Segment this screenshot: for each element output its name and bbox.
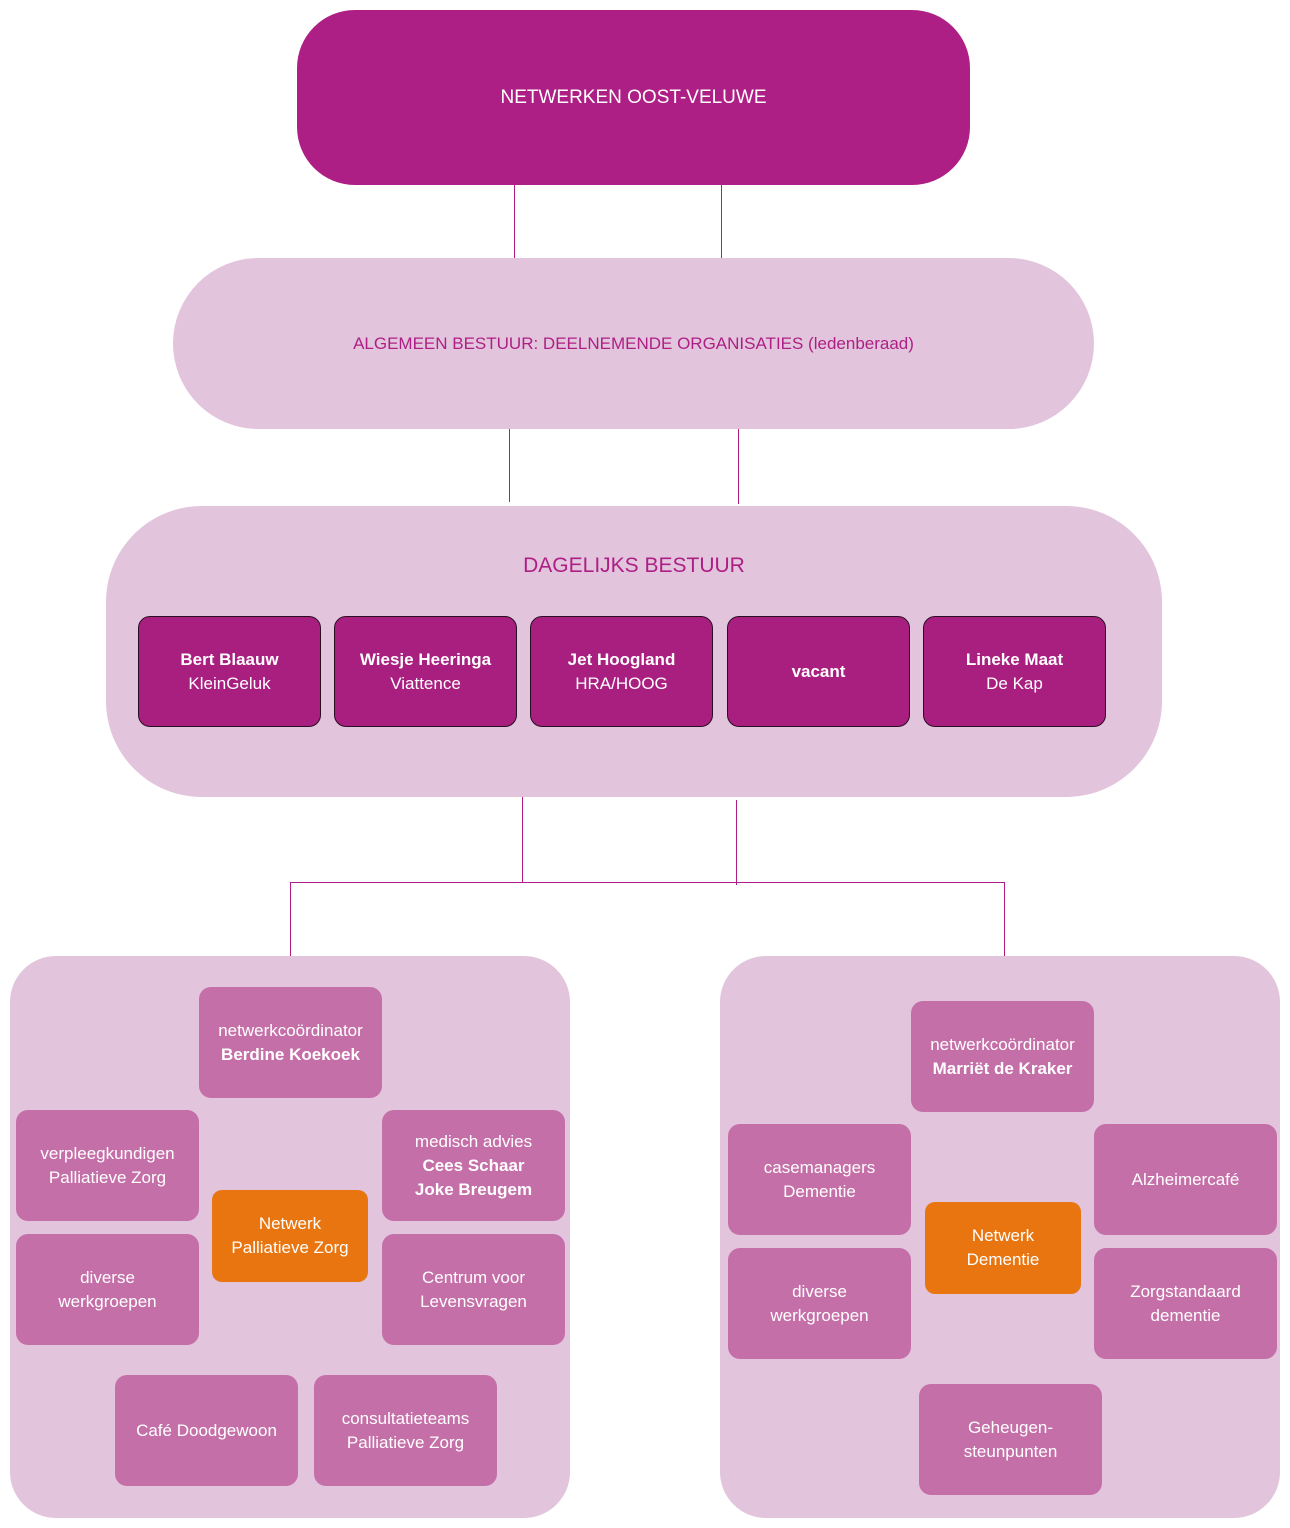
tile-text: werkgroepen [58, 1291, 157, 1311]
netwerken-title: NETWERKEN OOST-VELUWE [500, 86, 767, 108]
board-member-card: vacant [727, 616, 910, 727]
algemeen-bestuur-title: ALGEMEEN BESTUUR: DEELNEMENDE ORGANISATI… [353, 333, 914, 353]
consultatieteams-tile: consultatieteams Palliatieve Zorg [314, 1375, 497, 1486]
tile-text: diverse [792, 1281, 847, 1301]
coordinator-label: netwerkcoördinator [930, 1034, 1075, 1054]
member-organisation: KleinGeluk [188, 673, 271, 693]
connector-line [290, 882, 1005, 883]
board-member-card: Wiesje Heeringa Viattence [334, 616, 517, 727]
tile-text: consultatieteams [341, 1408, 470, 1428]
advisor-name: Cees Schaar [422, 1155, 525, 1175]
medisch-advies-label: medisch advies [414, 1131, 533, 1151]
connector-line [721, 185, 722, 258]
tile-text: Café Doodgewoon [136, 1420, 277, 1440]
member-organisation: De Kap [986, 673, 1043, 693]
board-member-card: Bert Blaauw KleinGeluk [138, 616, 321, 727]
coordinator-tile: netwerkcoördinator Berdine Koekoek [199, 987, 382, 1098]
hub-text: Palliatieve Zorg [231, 1238, 349, 1257]
casemanagers-tile: casemanagers Dementie [728, 1124, 911, 1235]
board-member-card: Lineke Maat De Kap [923, 616, 1106, 727]
tile-text: diverse [80, 1267, 135, 1287]
hub-text: Dementie [966, 1250, 1040, 1269]
member-name: vacant [791, 661, 846, 681]
tile-text: dementie [1150, 1305, 1221, 1325]
member-name: Jet Hoogland [567, 649, 676, 669]
connector-line [509, 429, 510, 502]
tile-text: werkgroepen [770, 1305, 869, 1325]
coordinator-tile: netwerkcoördinator Marriët de Kraker [911, 1001, 1094, 1112]
tile-text: steunpunten [963, 1441, 1058, 1461]
board-member-card: Jet Hoogland HRA/HOOG [530, 616, 713, 727]
connector-line [514, 185, 515, 258]
tile-text: Palliatieve Zorg [346, 1432, 465, 1452]
zorgstandaard-tile: Zorgstandaard dementie [1094, 1248, 1277, 1359]
coordinator-name: Berdine Koekoek [221, 1044, 360, 1064]
netwerk-palliatieve-zorg-hub: Netwerk Palliatieve Zorg [212, 1190, 368, 1282]
dagelijks-bestuur-title: DAGELIJKS BESTUUR [523, 554, 745, 577]
coordinator-name: Marriët de Kraker [932, 1058, 1073, 1078]
werkgroepen-tile: diverse werkgroepen [16, 1234, 199, 1345]
connector-line [290, 882, 291, 956]
tile-text: Zorgstandaard [1130, 1281, 1241, 1301]
connector-line [738, 429, 739, 504]
tile-text: Centrum voor [422, 1267, 525, 1287]
tile-text: Levensvragen [420, 1291, 527, 1311]
member-name: Lineke Maat [965, 649, 1064, 669]
coordinator-label: netwerkcoördinator [218, 1020, 363, 1040]
member-name: Wiesje Heeringa [359, 649, 492, 669]
advisor-name: Joke Breugem [414, 1179, 533, 1199]
tile-text: Alzheimercafé [1131, 1169, 1240, 1189]
hub-text: Netwerk [258, 1214, 322, 1233]
connector-line [522, 797, 523, 883]
geheugensteunpunten-tile: Geheugen- steunpunten [919, 1384, 1102, 1495]
member-name: Bert Blaauw [180, 649, 279, 669]
alzheimercafe-tile: Alzheimercafé [1094, 1124, 1277, 1235]
tile-text: verpleegkundigen [40, 1143, 175, 1163]
connector-line [736, 800, 737, 885]
tile-text: casemanagers [763, 1157, 876, 1177]
werkgroepen-tile: diverse werkgroepen [728, 1248, 911, 1359]
tile-text: Palliatieve Zorg [48, 1167, 167, 1187]
hub-text: Netwerk [971, 1226, 1035, 1245]
centrum-levensvragen-tile: Centrum voor Levensvragen [382, 1234, 565, 1345]
algemeen-bestuur-node: ALGEMEEN BESTUUR: DEELNEMENDE ORGANISATI… [173, 258, 1094, 429]
cafe-doodgewoon-tile: Café Doodgewoon [115, 1375, 298, 1486]
member-organisation: HRA/HOOG [575, 673, 668, 693]
netwerken-oost-veluwe-node: NETWERKEN OOST-VELUWE [297, 10, 970, 185]
tile-text: Geheugen- [967, 1417, 1054, 1437]
member-organisation: Viattence [390, 673, 461, 693]
medisch-advies-tile: medisch advies Cees Schaar Joke Breugem [382, 1110, 565, 1221]
tile-text: Dementie [783, 1181, 856, 1201]
connector-line [1004, 882, 1005, 956]
netwerk-dementie-hub: Netwerk Dementie [925, 1202, 1081, 1294]
verpleegkundigen-tile: verpleegkundigen Palliatieve Zorg [16, 1110, 199, 1221]
